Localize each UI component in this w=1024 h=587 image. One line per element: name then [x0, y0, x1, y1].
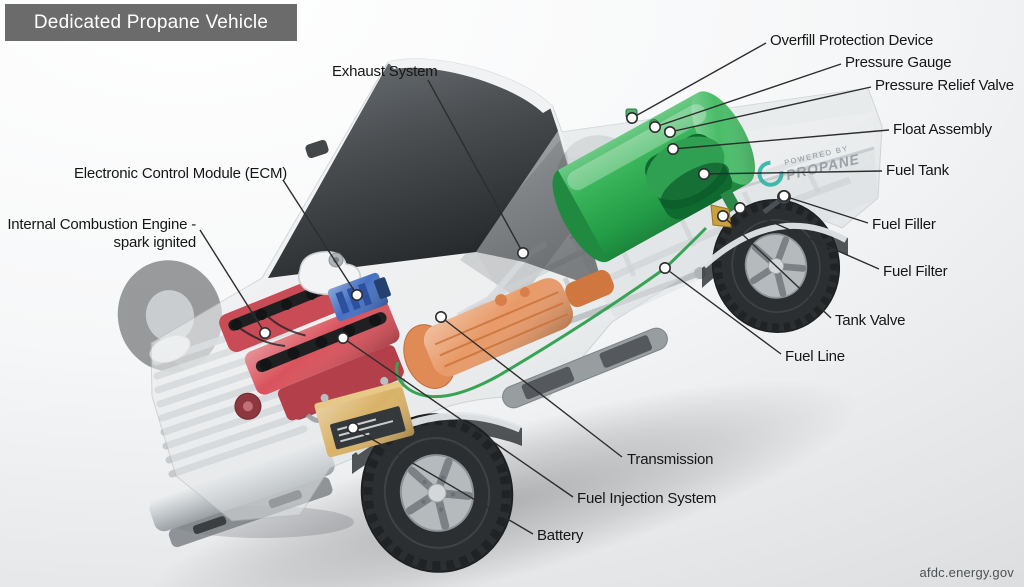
callout-label-fuel-line: Fuel Line [785, 348, 845, 365]
side-mirror [305, 139, 329, 159]
source-attribution: afdc.energy.gov [919, 565, 1014, 580]
callout-label-float-assembly: Float Assembly [893, 121, 992, 138]
callout-label-pressure-gauge: Pressure Gauge [845, 54, 952, 71]
callout-label-pressure-relief-valve: Pressure Relief Valve [875, 77, 1014, 94]
callout-label-overfill-protection-device: Overfill Protection Device [770, 32, 934, 49]
tank-valve-graphic [710, 204, 732, 228]
callout-label-exhaust-system: Exhaust System [332, 63, 438, 80]
callout-label-battery: Battery [537, 527, 584, 544]
callout-label-transmission: Transmission [627, 451, 714, 468]
hood-panel [151, 252, 500, 390]
callout-label-fuel-filter: Fuel Filter [883, 263, 948, 280]
callout-label-fuel-tank: Fuel Tank [886, 162, 949, 179]
callout-label-tank-valve: Tank Valve [835, 312, 906, 329]
callout-label-electronic-control-module: Electronic Control Module (ECM) [74, 165, 288, 182]
callout-label-fuel-filler: Fuel Filler [872, 216, 936, 233]
callout-label-internal-combustion-engine: Internal Combustion Engine -spark ignite… [7, 216, 196, 251]
callout-label-fuel-injection-system: Fuel Injection System [577, 490, 717, 507]
diagram-title: Dedicated Propane Vehicle [5, 4, 297, 41]
